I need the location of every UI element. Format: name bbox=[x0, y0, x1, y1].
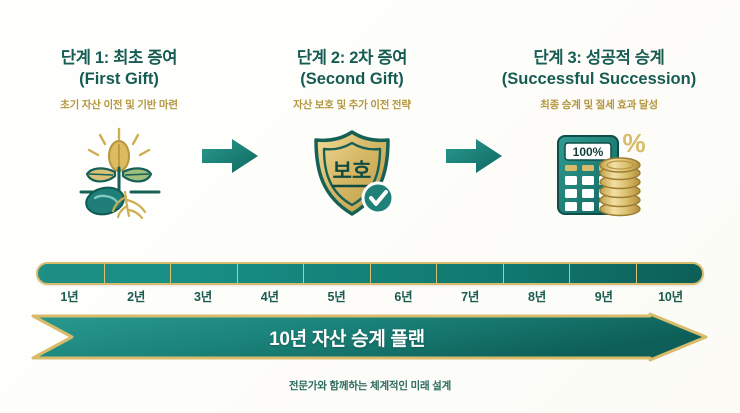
step-1-subtitle: 초기 자산 이전 및 기반 마련 bbox=[60, 99, 178, 111]
timeline-segment bbox=[437, 264, 504, 283]
year-label-10: 10년 bbox=[658, 290, 683, 304]
percent-symbol: % bbox=[622, 128, 645, 158]
timeline-segment bbox=[371, 264, 437, 283]
timeline-segment bbox=[238, 264, 304, 283]
calculator-display: 100% bbox=[573, 145, 604, 159]
timeline-segment bbox=[504, 264, 570, 283]
footer-caption: 전문가와 함께하는 체계적인 미래 설계 bbox=[288, 380, 452, 392]
year-label-1: 1년 bbox=[60, 290, 79, 304]
year-label-7: 7년 bbox=[461, 290, 480, 304]
year-label-5: 5년 bbox=[327, 290, 346, 304]
timeline-segment bbox=[38, 264, 105, 283]
timeline-year-labels: 1년 2년 3년 4년 5년 6년 7년 8년 9년 10년 bbox=[36, 287, 704, 307]
year-label-6: 6년 bbox=[394, 290, 413, 304]
calculator-coins-icon: % 100% bbox=[545, 124, 653, 224]
timeline-segment bbox=[304, 264, 371, 283]
plan-banner: 10년 자산 승계 플랜 bbox=[30, 312, 710, 362]
timeline-bar bbox=[36, 262, 704, 285]
step-3-title-ko: 단계 3: 성공적 승계 bbox=[533, 49, 665, 67]
year-label-9: 9년 bbox=[594, 290, 613, 304]
step-card-1: 단계 1: 최초 증여 (First Gift) 초기 자산 이전 및 기반 마… bbox=[8, 48, 230, 224]
arrow-step1-to-step2 bbox=[199, 136, 261, 176]
step-card-3: 단계 3: 성공적 승계 (Successful Succession) 최종 … bbox=[474, 48, 724, 224]
step-2-title-ko: 단계 2: 2차 증여 bbox=[296, 49, 408, 67]
timeline-segment bbox=[637, 264, 703, 283]
arrow-step2-to-step3 bbox=[443, 136, 505, 176]
step-2-subtitle: 자산 보호 및 추가 이전 전략 bbox=[293, 99, 411, 111]
timeline-track bbox=[36, 262, 704, 285]
year-label-2: 2년 bbox=[127, 290, 146, 304]
timeline-segment bbox=[171, 264, 238, 283]
steps-row: 단계 1: 최초 증여 (First Gift) 초기 자산 이전 및 기반 마… bbox=[0, 48, 740, 253]
year-label-8: 8년 bbox=[527, 290, 546, 304]
timeline-segment bbox=[105, 264, 171, 283]
step-1-title-ko: 단계 1: 최초 증여 bbox=[60, 49, 178, 67]
step-2-title-en: (Second Gift) bbox=[300, 70, 404, 88]
timeline-segment bbox=[570, 264, 637, 283]
step-card-2: 단계 2: 2차 증여 (Second Gift) 자산 보호 및 추가 이전 … bbox=[230, 48, 474, 224]
shield-icon-label: 보호 bbox=[333, 160, 372, 183]
shield-protection-icon: 보호 bbox=[298, 124, 406, 224]
step-3-subtitle: 최종 승계 및 절세 효과 달성 bbox=[540, 99, 658, 111]
year-label-3: 3년 bbox=[193, 290, 213, 304]
step-3-title-en: (Successful Succession) bbox=[501, 70, 697, 88]
step-1-title-en: (First Gift) bbox=[79, 70, 159, 88]
sprouting-seed-icon bbox=[65, 124, 173, 224]
year-label-4: 4년 bbox=[260, 290, 279, 304]
